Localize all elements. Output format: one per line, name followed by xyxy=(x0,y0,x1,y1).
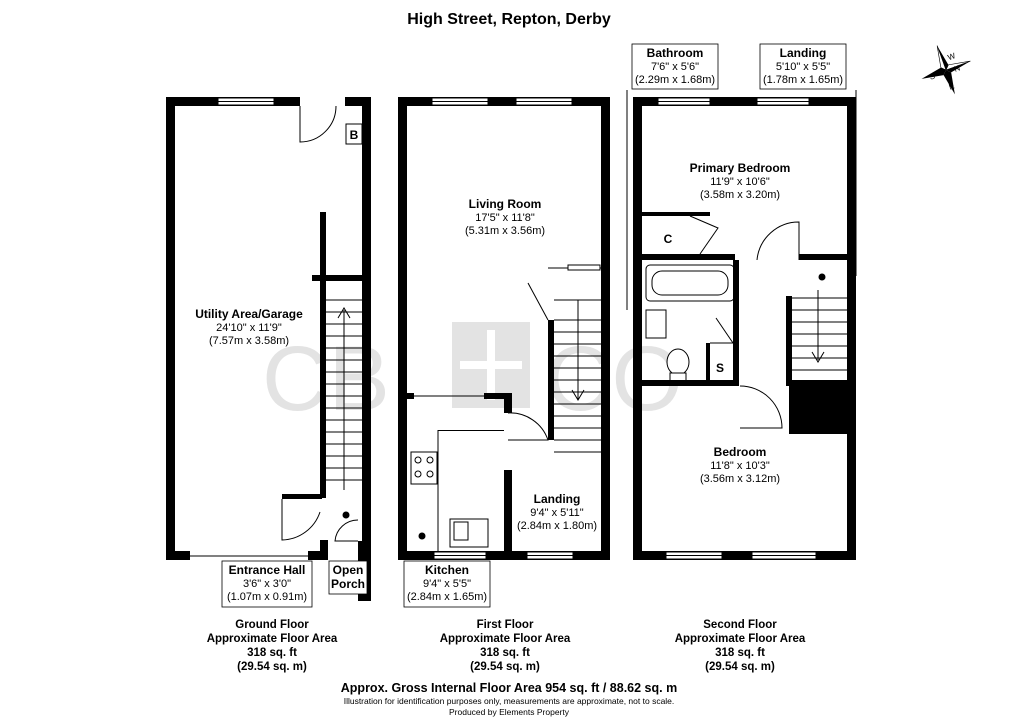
producer-credit: Produced by Elements Property xyxy=(449,707,570,717)
living-name: Living Room xyxy=(469,197,542,211)
boiler-box xyxy=(345,123,363,145)
living-metric: (5.31m x 3.56m) xyxy=(465,225,545,237)
compass-s: S xyxy=(928,72,936,82)
kitchen-name: Kitchen xyxy=(425,563,469,577)
landing2-metric: (1.78m x 1.65m) xyxy=(763,74,843,86)
bathroom-metric: (2.29m x 1.68m) xyxy=(635,74,715,86)
cupboard-label: C xyxy=(664,232,673,246)
floor-1-sqft: 318 sq. ft xyxy=(480,647,530,659)
ground-floor-summary: Ground Floor Approximate Floor Area 318 … xyxy=(207,619,338,673)
bedroom-imperial: 11'8" x 10'3" xyxy=(710,460,770,472)
compass-e: N xyxy=(953,63,962,74)
boiler-label: B xyxy=(350,128,359,142)
landing2-name: Landing xyxy=(780,46,827,60)
first-left-wall xyxy=(398,97,407,560)
entrance-name: Entrance Hall xyxy=(229,563,306,577)
hob xyxy=(410,451,438,485)
landing2-imperial: 5'10" x 5'5" xyxy=(776,61,830,73)
second-top-wall xyxy=(633,97,856,106)
floor-2-sqm: (29.54 sq. m) xyxy=(705,661,775,673)
floor-1-sqm: (29.54 sq. m) xyxy=(470,661,540,673)
primary-metric: (3.58m x 3.20m) xyxy=(700,189,780,201)
utility-metric: (7.57m x 3.58m) xyxy=(209,335,289,347)
toilet xyxy=(666,348,690,376)
primary-name: Primary Bedroom xyxy=(690,161,791,175)
second-floor-plan: C S xyxy=(626,90,857,560)
second-right-wall xyxy=(847,97,856,560)
floor-2-name: Second Floor xyxy=(703,619,777,631)
bedroom-metric: (3.56m x 3.12m) xyxy=(700,473,780,485)
bathroom-box xyxy=(631,43,719,90)
utility-name: Utility Area/Garage xyxy=(195,307,303,321)
landing1-imperial: 9'4" x 5'11" xyxy=(530,507,583,519)
primary-imperial: 11'9" x 10'6" xyxy=(710,176,770,188)
ground-right-wall xyxy=(362,97,371,560)
open-porch-box xyxy=(328,560,368,595)
kitchen-metric: (2.84m x 1.65m) xyxy=(407,591,487,603)
entrance-metric: (1.07m x 0.91m) xyxy=(227,591,307,603)
bathroom-imperial: 7'6" x 5'6" xyxy=(651,61,699,73)
first-floor-plan xyxy=(398,97,610,560)
store-label: S xyxy=(716,361,724,375)
compass-n: W xyxy=(947,51,958,62)
first-floor-summary: First Floor Approximate Floor Area 318 s… xyxy=(440,619,571,673)
floor-2-sqft: 318 sq. ft xyxy=(715,647,765,659)
kitchen-imperial: 9'4" x 5'5" xyxy=(423,578,471,590)
entrance-hall-box xyxy=(221,560,313,608)
landing2-box xyxy=(759,43,847,90)
porch-line1: Open xyxy=(333,563,364,577)
ground-stairs xyxy=(326,299,362,490)
second-bottom-wall xyxy=(633,551,856,560)
floor-0-sqft: 318 sq. ft xyxy=(247,647,297,659)
kitchen-sink xyxy=(449,518,489,548)
basin xyxy=(645,309,667,339)
bedroom-name: Bedroom xyxy=(714,445,767,459)
second-floor-summary: Second Floor Approximate Floor Area 318 … xyxy=(675,619,806,673)
watermark-right: CO xyxy=(545,328,683,430)
floor-0-sqm: (29.54 sq. m) xyxy=(237,661,307,673)
compass-icon: W S N E xyxy=(921,45,971,95)
ground-left-wall xyxy=(166,97,175,560)
second-left-wall xyxy=(633,97,642,560)
kitchen-box xyxy=(403,560,491,608)
stair-void xyxy=(789,380,847,434)
plan-title: High Street, Repton, Derby xyxy=(407,11,611,28)
landing1-name: Landing xyxy=(534,492,581,506)
landing1-metric: (2.84m x 1.80m) xyxy=(517,520,597,532)
floor-1-name: First Floor xyxy=(477,619,534,631)
floor-2-label: Approximate Floor Area xyxy=(675,633,806,645)
utility-imperial: 24'10" x 11'9" xyxy=(216,322,282,334)
bath xyxy=(645,264,735,302)
floor-0-label: Approximate Floor Area xyxy=(207,633,338,645)
disclaimer: Illustration for identification purposes… xyxy=(344,696,675,706)
compass-w: E xyxy=(948,81,956,91)
entrance-imperial: 3'6" x 3'0" xyxy=(243,578,291,590)
gross-area: Approx. Gross Internal Floor Area 954 sq… xyxy=(341,681,677,695)
porch-line2: Porch xyxy=(331,577,365,591)
floor-1-label: Approximate Floor Area xyxy=(440,633,571,645)
first-top-wall xyxy=(398,97,610,106)
second-floor-stairs xyxy=(792,290,847,371)
bathroom-name: Bathroom xyxy=(647,46,704,60)
living-imperial: 17'5" x 11'8" xyxy=(475,212,535,224)
first-right-wall xyxy=(601,97,610,560)
first-floor-stairs xyxy=(554,300,601,453)
floor-0-name: Ground Floor xyxy=(235,619,309,631)
